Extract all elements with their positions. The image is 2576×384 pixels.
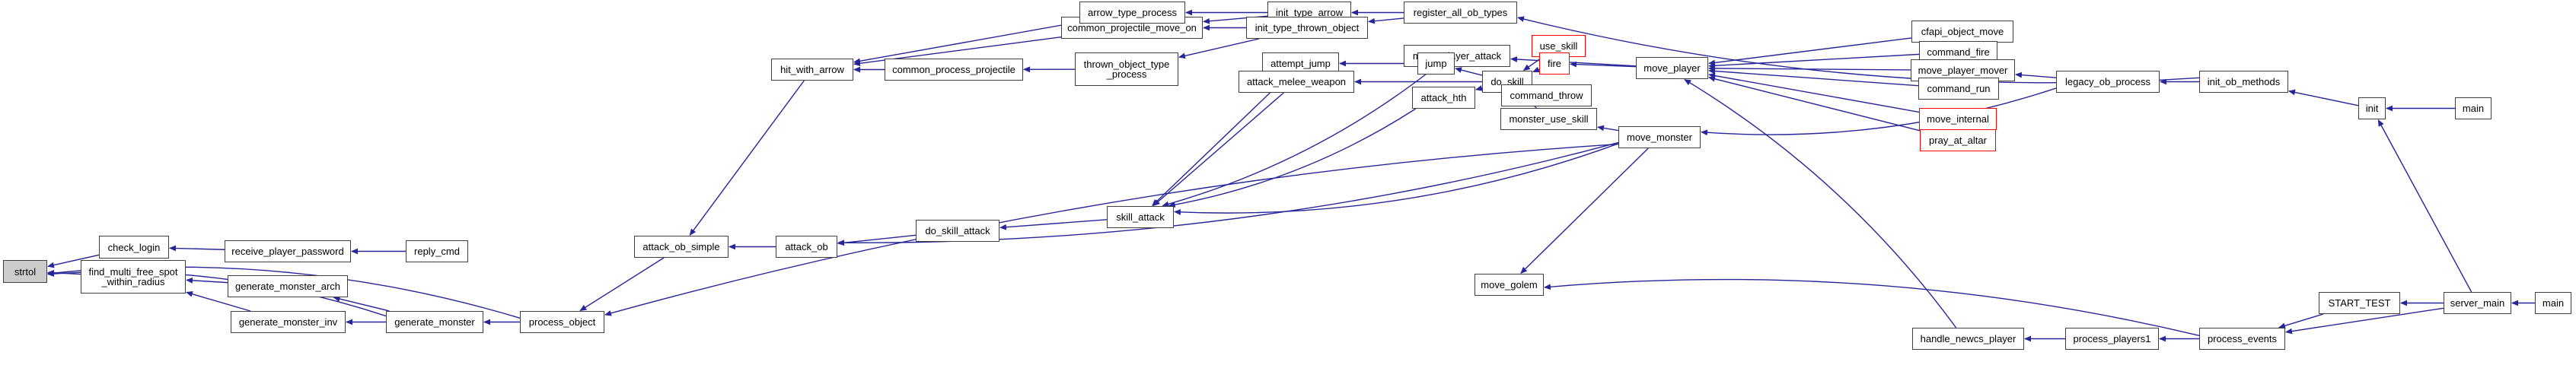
graph-edge-hit_with_arrow-to-attack_ob_simple xyxy=(689,80,805,236)
graph-node-reply_cmd[interactable]: reply_cmd xyxy=(406,240,468,262)
graph-edge-move_player_mover-to-move_player xyxy=(1708,65,1911,71)
graph-edge-init_type_thrown_object-to-thrown_object_type_process xyxy=(1178,38,1260,59)
graph-node-move_internal[interactable]: move_internal xyxy=(1919,108,1997,130)
graph-node-init[interactable]: init xyxy=(2358,97,2386,119)
graph-edge-attempt_jump-to-skill_attack xyxy=(1152,74,1290,207)
graph-node-init_type_thrown_object[interactable]: init_type_thrown_object xyxy=(1246,17,1368,39)
graph-node-monster_use_skill[interactable]: monster_use_skill xyxy=(1500,108,1597,130)
graph-edge-cfapi_object_move-to-move_player xyxy=(1707,37,1912,66)
graph-edge-move_player-to-fire xyxy=(1570,61,1637,68)
graph-node-do_skill_attack[interactable]: do_skill_attack xyxy=(916,220,999,242)
graph-edge-legacy_ob_process-to-move_player_mover xyxy=(2015,71,2057,78)
graph-edge-attack_melee_weapon-to-skill_attack xyxy=(1153,92,1284,206)
graph-node-pray_at_altar[interactable]: pray_at_altar xyxy=(1920,129,1996,151)
graph-edge-pray_at_altar-to-move_player xyxy=(1708,75,1921,132)
graph-edge-check_login-to-strtol xyxy=(47,254,100,268)
graph-node-register_all_ob_types[interactable]: register_all_ob_types xyxy=(1404,2,1517,24)
graph-node-fire[interactable]: fire xyxy=(1539,52,1570,75)
graph-edge-attack_ob_simple-to-process_object xyxy=(579,257,665,312)
graph-edge-fire-to-do_skill xyxy=(1532,66,1540,73)
graph-edge-move_internal-to-move_player xyxy=(1707,72,1920,113)
graph-node-arrow_type_process[interactable]: arrow_type_process xyxy=(1079,2,1185,24)
graph-node-command_run[interactable]: command_run xyxy=(1918,78,1999,100)
graph-edge-register_all_ob_types-to-init_type_thrown_object xyxy=(1368,17,1404,24)
graph-edge-attack_hth-to-skill_attack xyxy=(1168,108,1417,208)
graph-edge-START_TEST-to-process_events xyxy=(2278,313,2324,329)
graph-node-check_login[interactable]: check_login xyxy=(99,236,169,259)
graph-node-process_events[interactable]: process_events xyxy=(2199,328,2285,350)
graph-node-attack_ob[interactable]: attack_ob xyxy=(776,236,837,258)
graph-edge-move_player_attack-to-skill_attack xyxy=(1162,66,1436,208)
graph-edge-do_skill-to-attack_hth xyxy=(1475,85,1483,91)
graph-edge-server_main-to-init xyxy=(2377,119,2472,293)
graph-edge-do_skill-to-jump xyxy=(1455,67,1483,76)
graph-node-process_object[interactable]: process_object xyxy=(520,311,604,333)
graph-edge-command_fire-to-move_player xyxy=(1708,53,1920,69)
graph-edge-do_skill_attack-to-attack_ob xyxy=(837,234,917,246)
graph-edge-move_player-to-move_player_attack xyxy=(1510,56,1637,67)
graph-node-generate_monster[interactable]: generate_monster xyxy=(386,311,483,333)
graph-node-jump[interactable]: jump xyxy=(1417,52,1455,75)
graph-node-main_top[interactable]: main xyxy=(2455,97,2492,119)
graph-node-generate_monster_arch[interactable]: generate_monster_arch xyxy=(228,275,348,297)
graph-node-attack_hth[interactable]: attack_hth xyxy=(1412,87,1475,109)
graph-node-handle_newcs_player[interactable]: handle_newcs_player xyxy=(1912,328,2024,350)
graph-edge-generate_monster_arch-to-find_multi_free_spot_within_radius xyxy=(185,277,228,284)
graph-node-thrown_object_type_process[interactable]: thrown_object_type _process xyxy=(1075,52,1178,86)
graph-node-skill_attack[interactable]: skill_attack xyxy=(1107,206,1174,228)
graph-node-hit_with_arrow[interactable]: hit_with_arrow xyxy=(771,59,853,81)
graph-edge-move_monster-to-move_golem xyxy=(1520,148,1649,274)
graph-node-move_golem[interactable]: move_golem xyxy=(1475,274,1544,296)
graph-edge-move_monster-to-monster_use_skill xyxy=(1597,125,1619,132)
graph-node-server_main[interactable]: server_main xyxy=(2444,292,2511,314)
graph-node-command_throw[interactable]: command_throw xyxy=(1501,84,1592,106)
graph-node-START_TEST[interactable]: START_TEST xyxy=(2319,292,2400,314)
graph-edge-receive_player_password-to-check_login xyxy=(169,245,225,252)
graph-node-generate_monster_inv[interactable]: generate_monster_inv xyxy=(231,311,346,333)
graph-node-attack_ob_simple[interactable]: attack_ob_simple xyxy=(634,236,728,258)
graph-edge-init-to-init_ob_methods xyxy=(2288,89,2359,106)
graph-node-find_multi_free_spot_within_radius[interactable]: find_multi_free_spot _within_radius xyxy=(81,260,186,294)
graph-node-cfapi_object_move[interactable]: cfapi_object_move xyxy=(1911,21,2013,43)
graph-node-main_bottom[interactable]: main xyxy=(2535,292,2571,314)
graph-edge-generate_monster-to-generate_monster_arch xyxy=(333,296,390,312)
graph-node-init_ob_methods[interactable]: init_ob_methods xyxy=(2199,71,2288,93)
graph-node-process_players1[interactable]: process_players1 xyxy=(2065,328,2159,350)
graph-edge-server_main-to-process_events xyxy=(2285,307,2444,335)
graph-node-legacy_ob_process[interactable]: legacy_ob_process xyxy=(2056,71,2160,93)
graph-node-attack_melee_weapon[interactable]: attack_melee_weapon xyxy=(1239,71,1354,93)
graph-edge-skill_attack-to-do_skill_attack xyxy=(999,219,1108,230)
graph-node-common_process_projectile[interactable]: common_process_projectile xyxy=(885,59,1023,81)
graph-node-receive_player_password[interactable]: receive_player_password xyxy=(225,240,351,262)
graph-edge-move_monster-to-skill_attack xyxy=(1173,143,1619,215)
graph-edge-command_run-to-move_player xyxy=(1708,68,1919,87)
graph-node-move_player[interactable]: move_player xyxy=(1636,57,1708,79)
graph-edge-move_monster-to-process_object xyxy=(604,143,1619,316)
graph-edge-arrow_type_process-to-hit_with_arrow xyxy=(853,21,1080,65)
graph-edge-legacy_ob_process-to-move_monster xyxy=(1700,87,2057,136)
graph-edge-process_events-to-move_golem xyxy=(1544,278,2200,337)
graph-node-move_monster[interactable]: move_monster xyxy=(1618,126,1701,148)
graph-node-strtol[interactable]: strtol xyxy=(3,260,47,283)
graph-edge-generate_monster_inv-to-find_multi_free_spot_within_radius xyxy=(186,290,251,312)
graph-edge-handle_newcs_player-to-move_player xyxy=(1684,79,1957,328)
